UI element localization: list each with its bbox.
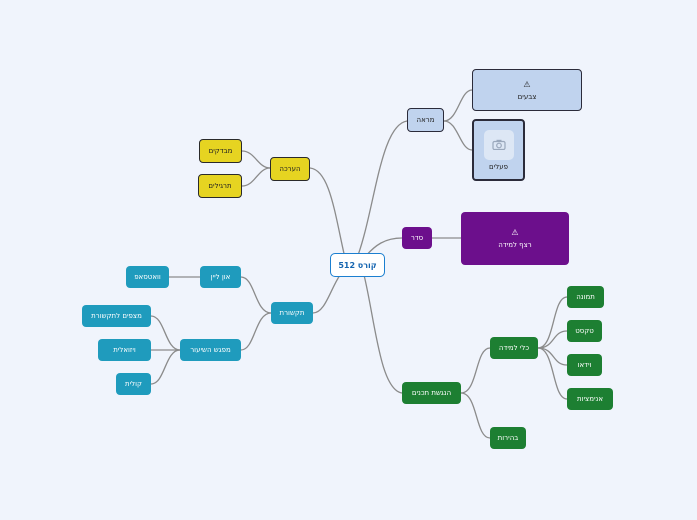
topic-image[interactable]: תמונה [567,286,604,308]
topic-learning-tools[interactable]: כלי למידה [490,337,538,359]
topic-lesson-meeting[interactable]: מפגש השיעור [180,339,241,361]
root-topic-course-512[interactable]: קורס 512 [330,253,385,277]
topic-tests[interactable]: מבדקים [199,139,242,163]
link-tikshoret-mifgash [240,312,272,351]
link-mifgash-kolit [150,349,181,385]
topic-whatsapp[interactable]: וואטסאפ [126,266,169,288]
link-root-mareh [356,120,408,259]
link-haarakha-targilim [241,167,271,187]
topic-learning-sequence[interactable]: ⚠ רצף למידה [461,212,569,265]
warning-icon: ⚠ [523,79,531,89]
topic-animations[interactable]: אנימציות [567,388,613,410]
link-root-haarakha [309,167,346,259]
topic-video[interactable]: וידאו [567,354,602,376]
topic-colors[interactable]: ⚠ צבעים [472,69,582,111]
link-haarakha-mavdakim [241,150,271,169]
link-hangasha-klei [460,347,491,394]
link-klei-anim [537,347,568,400]
warning-icon: ⚠ [511,228,519,237]
link-klei-video [537,347,568,366]
topic-expect-communication[interactable]: מצפים לתקשורת [82,305,151,327]
topic-communication[interactable]: תקשורת [271,302,313,324]
link-mareh-tsvaim [443,89,473,122]
topic-assessment[interactable]: הערכה [270,157,310,181]
topic-colors-label: צבעים [517,92,537,101]
topic-online[interactable]: און ליין [200,266,241,288]
topic-exercises[interactable]: תרגילים [198,174,242,198]
topic-audio[interactable]: קולית [116,373,151,395]
link-mifgash-mitzpim [150,315,181,351]
camera-icon [483,129,514,160]
topic-order[interactable]: סדר [402,227,432,249]
topic-verbs-label: פעלים [489,162,508,171]
link-hangasha-behirut [460,392,491,439]
topic-appearance[interactable]: מראה [407,108,444,132]
link-klei-tmuna [537,296,568,349]
topic-verbs[interactable]: פעלים [472,119,525,181]
topic-text[interactable]: טקסט [567,320,602,342]
link-mareh-pealim [443,120,473,151]
topic-learning-sequence-label: רצף למידה [498,241,532,249]
topic-visual[interactable]: ויזואלית [98,339,151,361]
link-root-hangasha [363,274,403,394]
link-tikshoret-online [240,276,272,314]
link-root-tikshoret [312,274,341,314]
topic-clarity[interactable]: בהירות [490,427,526,449]
topic-content-accessibility[interactable]: הנגשת תכנים [402,382,461,404]
link-klei-tekst [537,330,568,349]
